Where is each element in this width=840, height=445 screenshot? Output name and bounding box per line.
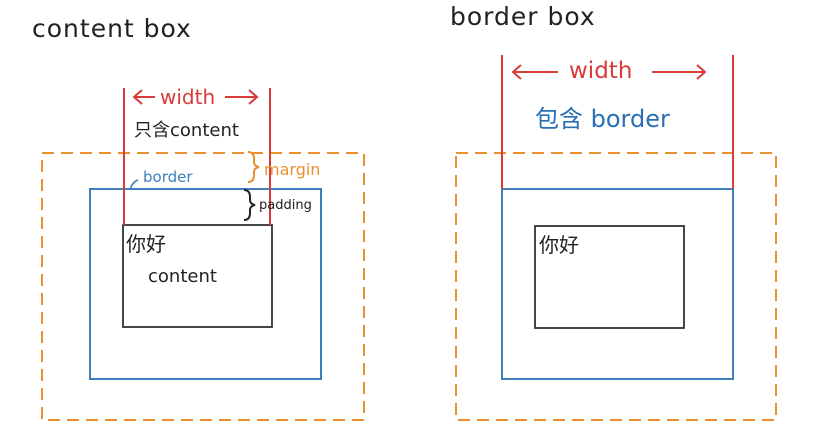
right-width-label: width <box>569 58 633 84</box>
border-box-title: border box <box>450 2 596 31</box>
right-margin-outline <box>455 152 777 421</box>
right-border-outline <box>501 188 734 380</box>
left-width-arrow <box>132 89 259 105</box>
left-content-rect <box>122 224 273 328</box>
right-note-label: 包含 border <box>535 105 670 133</box>
margin-brace <box>247 151 260 183</box>
left-width-label: width <box>160 85 216 109</box>
left-border-outline <box>89 188 322 380</box>
right-width-arrow <box>511 64 707 80</box>
border-label: border <box>143 168 193 186</box>
right-inner-text: 你好 <box>539 233 579 257</box>
margin-label: margin <box>264 160 321 179</box>
right-content-rect <box>534 225 685 329</box>
padding-label: padding <box>259 198 312 213</box>
left-margin-outline <box>41 152 365 421</box>
padding-brace <box>243 189 256 221</box>
border-pointer <box>129 179 139 191</box>
content-label: content <box>148 266 217 287</box>
left-note-label: 只含content <box>134 120 239 141</box>
content-box-title: content box <box>32 14 192 43</box>
left-inner-text: 你好 <box>126 232 166 256</box>
